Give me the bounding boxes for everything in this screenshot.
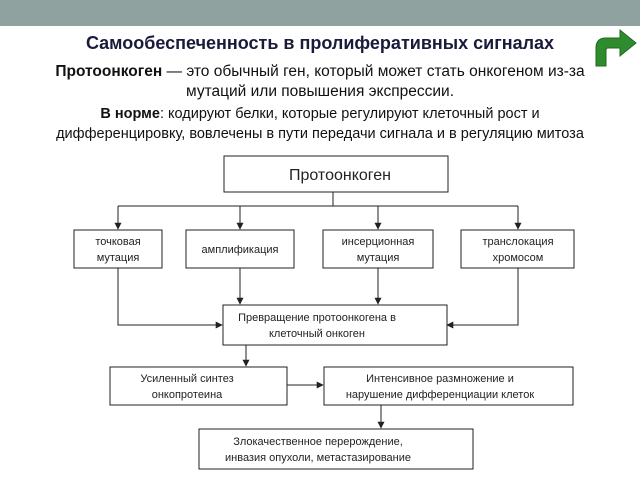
box-insertional-mutation: инсерционная мутация	[322, 229, 434, 269]
conversion-line1: Превращение протоонкогена в	[238, 312, 396, 324]
conversion-line2: клеточный онкоген	[269, 328, 365, 340]
mech-4-line1: транслокация	[482, 236, 553, 248]
box-point-mutation: точковая мутация	[73, 229, 163, 269]
mech-1-line1: точковая	[95, 236, 140, 248]
synthesis-line2: онкопротеина	[152, 389, 223, 401]
synthesis-line1: Усиленный синтез	[140, 373, 233, 385]
slide-title: Самообеспеченность в пролиферативных сиг…	[85, 33, 555, 53]
intro-rest: — это обычный ген, который может стать о…	[162, 63, 585, 80]
mech-2-line1: амплификация	[202, 244, 279, 256]
top-bar	[0, 0, 640, 26]
box-amplification: амплификация	[185, 229, 295, 269]
malignancy-line2: инвазия опухоли, метастазирование	[225, 452, 411, 464]
mech-4-line2: хромосом	[493, 252, 544, 264]
box-conversion: Превращение протоонкогена в клеточный он…	[222, 304, 448, 346]
norm-rest: : кодируют белки, которые регулируют кле…	[159, 106, 540, 122]
root-label: Протоонкоген	[289, 167, 391, 184]
proliferation-line1: Интенсивное размножение и	[366, 373, 514, 385]
intro-term: Протоонкоген	[55, 63, 163, 80]
return-arrow-icon[interactable]	[586, 26, 640, 68]
box-oncoprotein-synthesis: Усиленный синтез онкопротеина	[109, 366, 288, 406]
mech-1-line2: мутация	[97, 252, 140, 264]
diagram-connectors	[114, 192, 522, 429]
intro-line2: мутаций или повышения экспрессии.	[185, 83, 455, 100]
box-malignancy: Злокачественное перерождение, инвазия оп…	[198, 428, 474, 470]
mech-3-line1: инсерционная	[342, 236, 415, 248]
box-proliferation: Интенсивное размножение и нарушение дифф…	[323, 366, 574, 406]
norm-term: В норме	[100, 106, 160, 122]
malignancy-line1: Злокачественное перерождение,	[233, 436, 403, 448]
norm-text: В норме: кодируют белки, которые регулир…	[0, 104, 640, 144]
proliferation-line2: нарушение дифференциации клеток	[346, 389, 534, 401]
mech-3-line2: мутация	[357, 252, 400, 264]
box-chromosome-translocation: транслокация хромосом	[460, 229, 575, 269]
box-protooncogene: Протоонкоген	[223, 155, 449, 193]
intro-text: Протоонкоген — это обычный ген, который …	[0, 62, 640, 102]
norm-line2: дифференцировку, вовлечены в пути переда…	[56, 126, 584, 142]
